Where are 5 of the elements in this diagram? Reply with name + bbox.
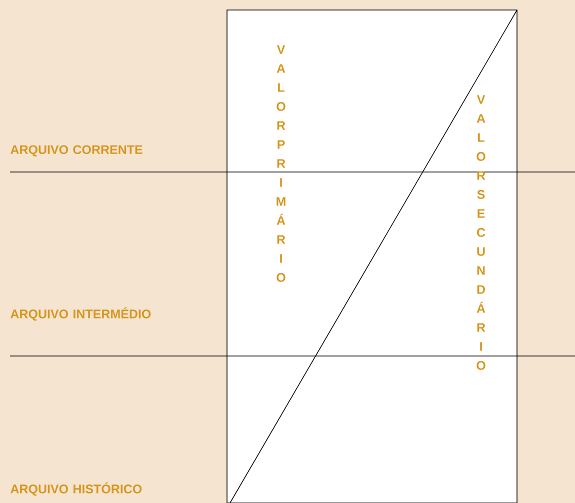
row-label: ARQUIVO INTERMÉDIO (10, 307, 151, 321)
vertical-label: VALOR SECUNDÁRIO (476, 95, 486, 370)
row-label: ARQUIVO HISTÓRICO (10, 482, 142, 496)
row-label: ARQUIVO CORRENTE (10, 145, 142, 156)
vertical-label: VALOR PRIMÁRIO (276, 45, 286, 282)
